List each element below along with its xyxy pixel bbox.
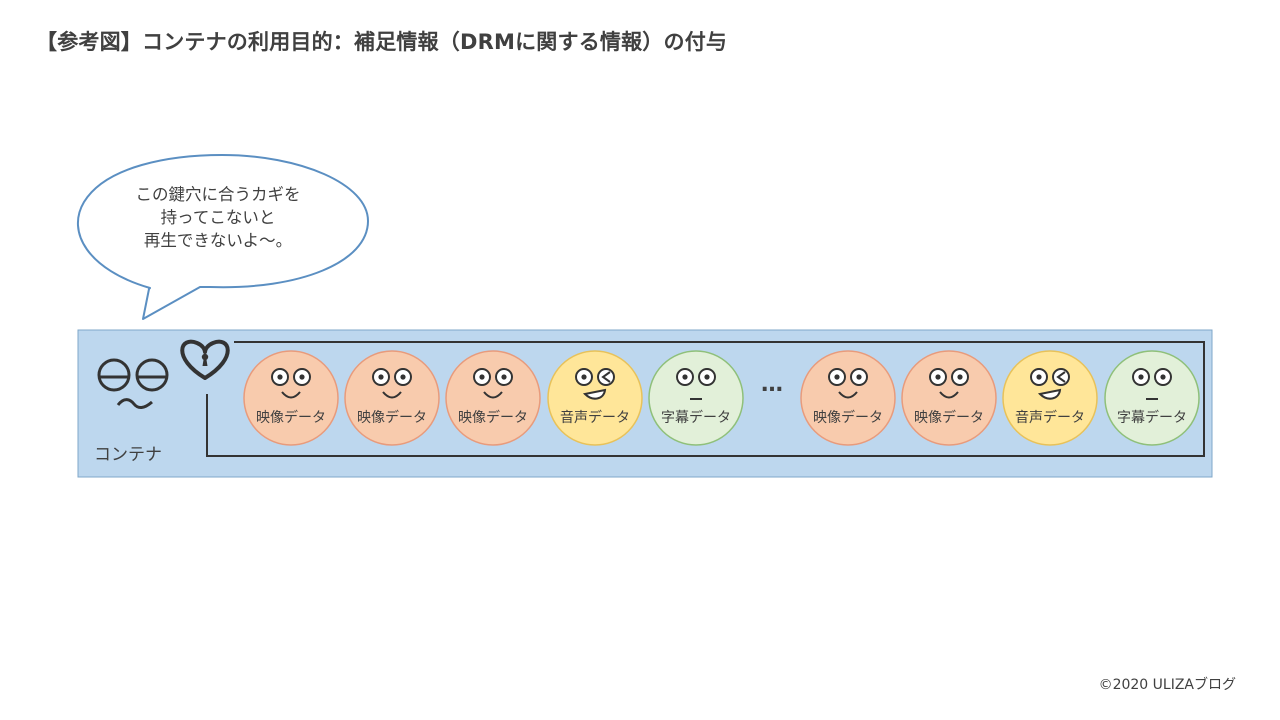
- copyright-footer: ©2020 ULIZAブログ: [1098, 677, 1236, 693]
- container-bracket: [206, 341, 1205, 457]
- audio-track-face: [547, 350, 643, 446]
- audio-track-face: [1002, 350, 1098, 446]
- container-label: コンテナ: [94, 445, 162, 465]
- ellipsis-indicator: …: [761, 372, 783, 397]
- video-track-face: [901, 350, 997, 446]
- video-track-face: [445, 350, 541, 446]
- track-label: 字幕データ: [661, 410, 731, 426]
- track-label: 映像データ: [357, 410, 427, 426]
- heart-keyhole-icon: [180, 339, 230, 380]
- track-label: 映像データ: [813, 410, 883, 426]
- slide-title: 【参考図】コンテナの利用目的：補足情報（DRMに関する情報）の付与: [36, 30, 728, 54]
- video-track-face: [344, 350, 440, 446]
- bubble-line: 再生できないよ〜。: [143, 231, 293, 250]
- subtitle-track-face: [1104, 350, 1200, 446]
- track-label: 映像データ: [914, 410, 984, 426]
- track-label: 音声データ: [1015, 410, 1085, 426]
- bubble-line: 持ってこないと: [160, 208, 276, 227]
- video-track-face: [243, 350, 339, 446]
- speech-bubble: [77, 154, 369, 320]
- tracks-layer: [243, 350, 1200, 446]
- subtitle-track-face: [648, 350, 744, 446]
- track-label: 映像データ: [458, 410, 528, 426]
- track-label: 音声データ: [560, 410, 630, 426]
- video-track-face: [800, 350, 896, 446]
- bubble-line: この鍵穴に合うカギを: [135, 185, 301, 204]
- track-label: 字幕データ: [1117, 410, 1187, 426]
- sleepy-face-icon: [97, 358, 169, 409]
- speech-bubble-text: この鍵穴に合うカギを 持ってこないと 再生できないよ〜。: [108, 183, 328, 252]
- track-label: 映像データ: [256, 410, 326, 426]
